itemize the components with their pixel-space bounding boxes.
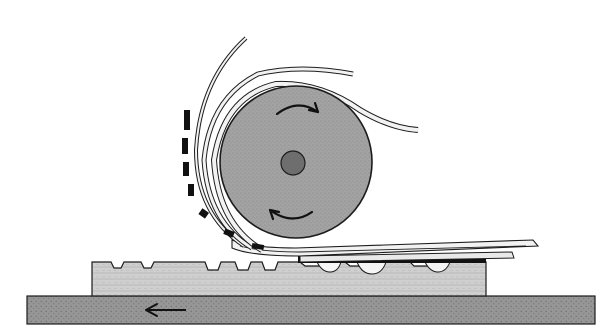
impression-cylinder [220,86,372,238]
type-form-block [92,262,486,296]
axle [281,151,305,175]
bed-base [27,296,595,324]
paper-sheets [232,240,538,262]
